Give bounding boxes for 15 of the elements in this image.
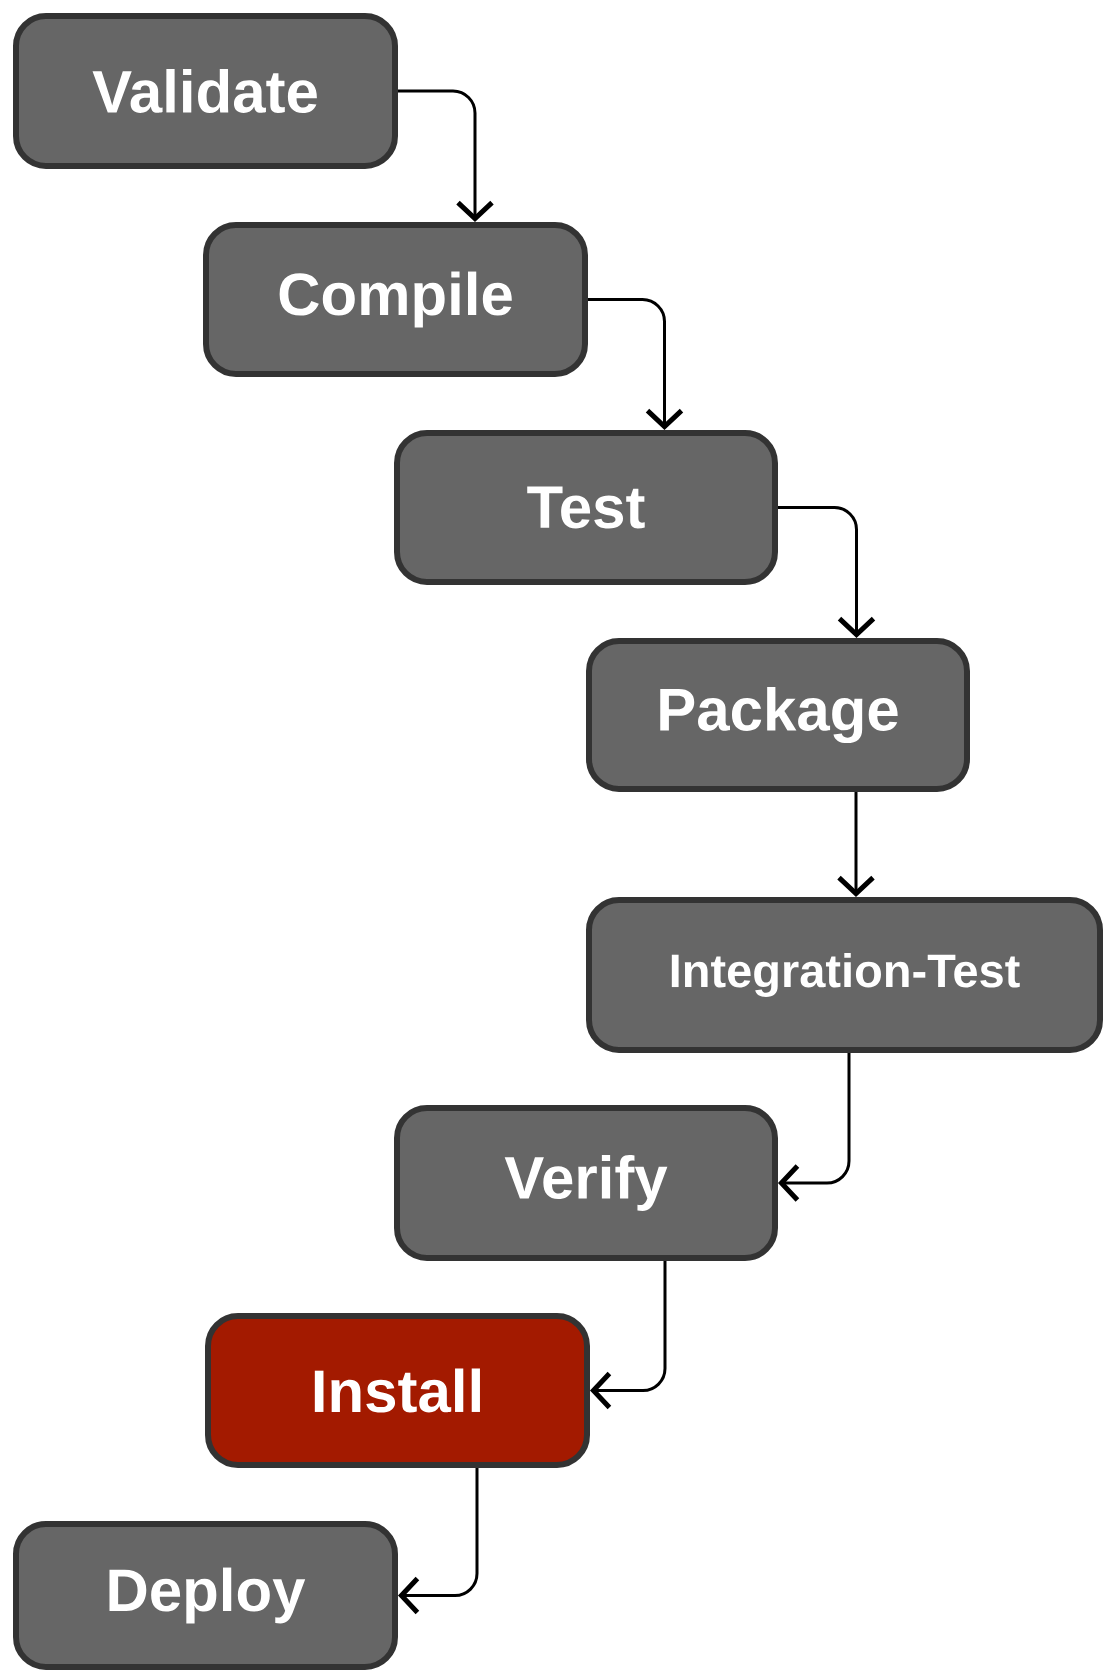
arrow: [778, 506, 876, 638]
process-box: Integration-Test: [586, 897, 1103, 1053]
process-box: Install: [205, 1313, 590, 1468]
arrow: [398, 89, 494, 222]
process-box: Deploy: [13, 1521, 398, 1670]
arrow: [398, 1468, 479, 1615]
arrow: [588, 298, 684, 430]
process-box: Validate: [13, 13, 398, 169]
arrow: [590, 1261, 667, 1410]
process-box: Test: [394, 430, 778, 585]
process-box: Verify: [394, 1105, 778, 1261]
process-box: Package: [586, 638, 970, 792]
arrow: [778, 1053, 851, 1202]
process-box: Compile: [203, 222, 588, 377]
arrow: [837, 792, 875, 897]
